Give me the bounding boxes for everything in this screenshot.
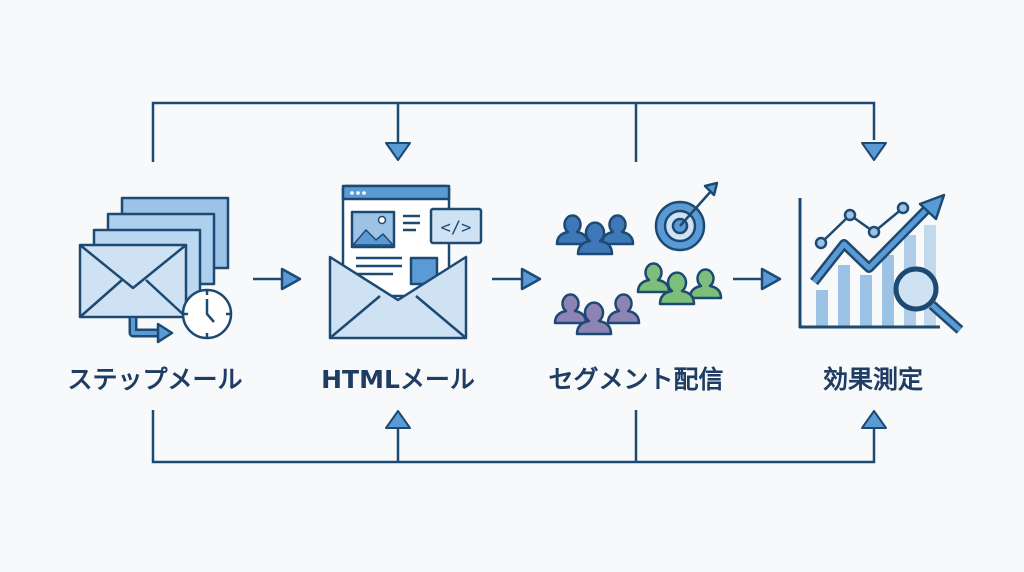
step-label-html-mail: HTMLメール [321, 365, 475, 394]
step-label-measurement: 効果測定 [822, 365, 923, 394]
top-connector [151, 101, 876, 162]
user-group-green-icon [636, 262, 723, 306]
arrow-up-icon [385, 410, 411, 429]
segment-delivery-icon [553, 181, 723, 336]
user-group-purple-icon [553, 293, 641, 336]
arrow-right-icon [733, 267, 782, 291]
analytics-icon [798, 193, 964, 334]
arrow-down-icon [385, 142, 411, 161]
html-mail-icon: </> [328, 184, 483, 340]
arrow-right-icon [492, 267, 542, 291]
bottom-connector [151, 410, 876, 464]
step-label-segment-delivery: セグメント配信 [548, 365, 724, 394]
arrow-right-icon [253, 267, 302, 291]
step-label-step-mail: ステップメール [67, 365, 243, 394]
user-group-blue-icon [555, 214, 635, 256]
target-icon [654, 181, 719, 252]
code-tag-text: </> [441, 218, 472, 238]
arrow-down-icon [861, 142, 887, 161]
step-mail-icon [78, 196, 233, 344]
arrow-up-icon [861, 410, 887, 429]
